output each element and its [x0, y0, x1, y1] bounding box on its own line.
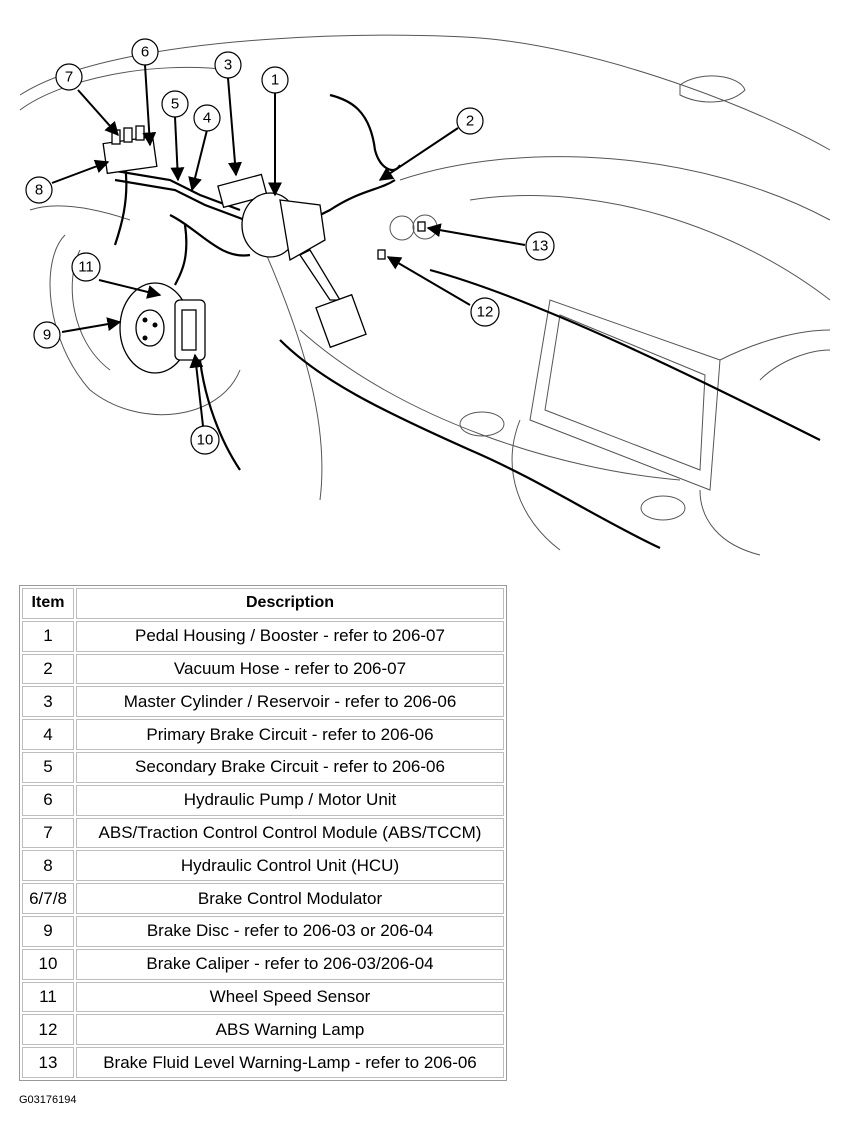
callout-2: 2 [456, 107, 484, 135]
callout-11: 11 [71, 252, 101, 282]
callout-3: 3 [214, 51, 242, 79]
description-cell: ABS/Traction Control Control Module (ABS… [76, 817, 504, 849]
svg-text:10: 10 [197, 432, 214, 449]
callout-4: 4 [193, 104, 221, 132]
table-header-row: Item Description [22, 588, 504, 619]
booster [241, 192, 326, 262]
svg-text:11: 11 [78, 259, 94, 276]
description-cell: ABS Warning Lamp [76, 1014, 504, 1046]
description-cell: Brake Caliper - refer to 206-03/206-04 [76, 948, 504, 980]
callout-6: 6 [131, 38, 159, 66]
brake-system-diagram: 1 2 3 4 5 6 7 8 9 10 11 12 13 [19, 34, 831, 556]
item-cell: 3 [22, 686, 74, 718]
brake-caliper [174, 299, 206, 361]
description-cell: Wheel Speed Sensor [76, 981, 504, 1013]
item-cell: 10 [22, 948, 74, 980]
item-cell: 6 [22, 784, 74, 816]
svg-text:3: 3 [224, 57, 232, 74]
warning-lamps [377, 221, 426, 260]
item-cell: 13 [22, 1047, 74, 1078]
brake-lines [109, 93, 821, 549]
description-cell: Hydraulic Control Unit (HCU) [76, 850, 504, 882]
svg-text:12: 12 [477, 304, 494, 321]
svg-text:9: 9 [43, 327, 51, 344]
svg-text:4: 4 [203, 110, 211, 127]
figure-id: G03176194 [19, 1094, 77, 1106]
item-cell: 1 [22, 620, 74, 652]
leaders [51, 64, 526, 427]
description-cell: Master Cylinder / Reservoir - refer to 2… [76, 686, 504, 718]
item-cell: 6/7/8 [22, 883, 74, 914]
header-item: Item [22, 588, 74, 619]
description-cell: Vacuum Hose - refer to 206-07 [76, 653, 504, 685]
description-cell: Primary Brake Circuit - refer to 206-06 [76, 719, 504, 750]
svg-text:2: 2 [466, 113, 474, 130]
callout-13: 13 [525, 231, 555, 261]
item-cell: 12 [22, 1014, 74, 1046]
svg-text:6: 6 [141, 44, 149, 61]
item-cell: 7 [22, 817, 74, 849]
svg-text:7: 7 [65, 69, 73, 86]
svg-text:8: 8 [35, 182, 43, 199]
item-cell: 2 [22, 653, 74, 685]
item-cell: 11 [22, 981, 74, 1013]
callout-9: 9 [33, 321, 61, 349]
callout-5: 5 [161, 90, 189, 118]
car-body [19, 34, 831, 556]
description-cell: Pedal Housing / Booster - refer to 206-0… [76, 620, 504, 652]
callout-1: 1 [261, 66, 289, 94]
callout-7: 7 [55, 63, 83, 91]
description-cell: Secondary Brake Circuit - refer to 206-0… [76, 751, 504, 783]
description-cell: Brake Control Modulator [76, 883, 504, 914]
callout-12: 12 [470, 297, 500, 327]
svg-text:1: 1 [271, 72, 279, 89]
callout-8: 8 [25, 176, 53, 204]
item-cell: 8 [22, 850, 74, 882]
item-cell: 4 [22, 719, 74, 750]
item-cell: 5 [22, 751, 74, 783]
header-description: Description [76, 588, 504, 619]
master-cylinder [217, 173, 268, 209]
svg-text:5: 5 [171, 96, 179, 113]
svg-text:13: 13 [532, 238, 549, 255]
description-cell: Hydraulic Pump / Motor Unit [76, 784, 504, 816]
brake-pedal [299, 249, 367, 349]
item-cell: 9 [22, 915, 74, 947]
description-cell: Brake Disc - refer to 206-03 or 206-04 [76, 915, 504, 947]
description-cell: Brake Fluid Level Warning-Lamp - refer t… [76, 1047, 504, 1078]
brake-disc [119, 282, 191, 374]
callout-10: 10 [190, 425, 220, 455]
